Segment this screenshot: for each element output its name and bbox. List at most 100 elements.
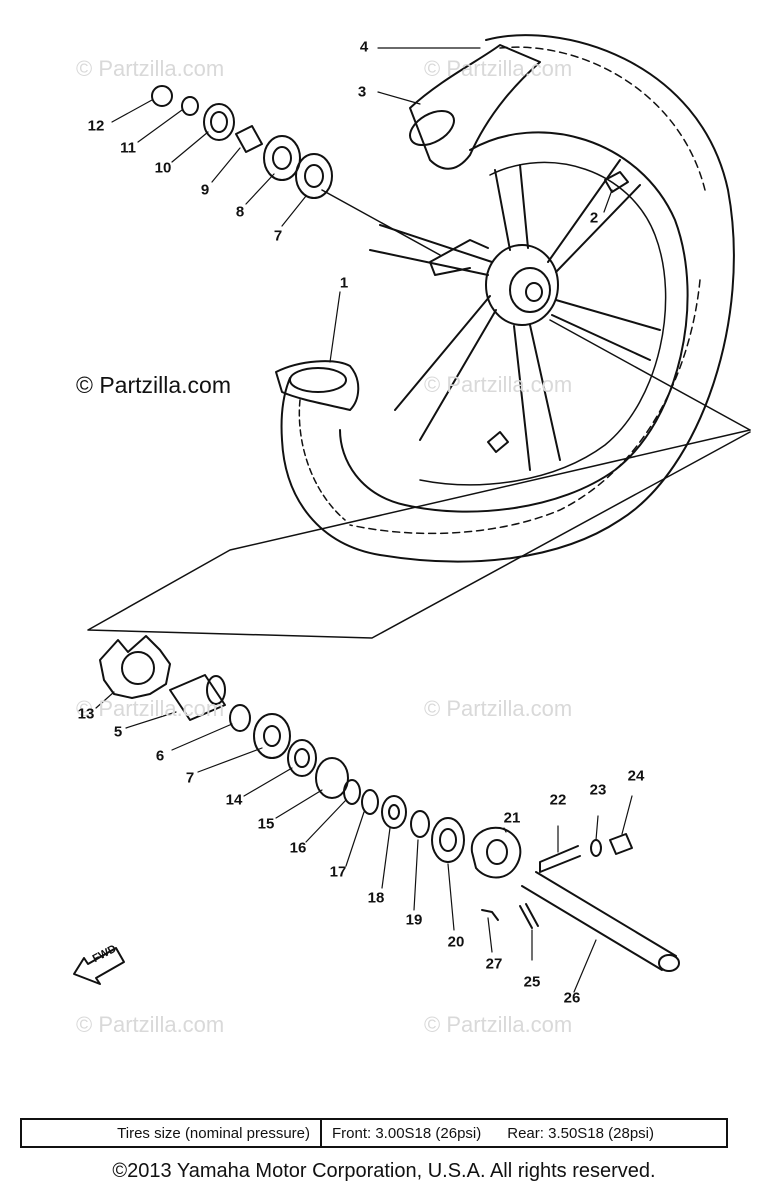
callout-27: 27 [485, 955, 503, 973]
part-7a [295, 153, 333, 199]
fwd-arrow-icon [73, 947, 125, 985]
tire-size-values: Front: 3.00S18 (26psi) Rear: 3.50S18 (28… [322, 1120, 726, 1146]
callout-7: 7 [185, 769, 195, 787]
part-10 [203, 103, 235, 141]
tread-left [298, 399, 346, 521]
hub-axle-hole [525, 282, 543, 302]
watermark: © Partzilla.com [424, 56, 573, 81]
tire-section-top [409, 44, 541, 170]
valve-lower [487, 431, 509, 453]
hub-flange [429, 239, 489, 276]
callout-23: 23 [589, 781, 607, 799]
spoke-3 [551, 299, 661, 361]
part-25 [519, 903, 539, 929]
part-14-inner [294, 748, 310, 768]
copyright-notice: ©2013 Yamaha Motor Corporation, U.S.A. A… [112, 1160, 656, 1182]
part-8 [263, 135, 301, 181]
callout-10: 10 [154, 159, 172, 177]
leader-hub [321, 189, 441, 256]
callout-20: 20 [447, 933, 465, 951]
valve-stem [604, 171, 629, 193]
callout-1: 1 [339, 274, 349, 292]
tire-size-table: Tires size (nominal pressure) Front: 3.0… [20, 1118, 728, 1148]
callout-2: 2 [589, 209, 599, 227]
watermark-prominent: © Partzilla.com [76, 372, 231, 398]
part-12 [151, 85, 173, 107]
part-23 [590, 839, 602, 857]
callout-5: 5 [113, 723, 123, 741]
tread-upper [499, 46, 706, 191]
part-20-inner [439, 828, 457, 852]
callout-16: 16 [289, 839, 307, 857]
callout-9: 9 [200, 181, 210, 199]
part-24 [609, 833, 633, 855]
part-13 [99, 635, 171, 699]
watermark: © Partzilla.com [424, 1012, 573, 1037]
callout-26: 26 [563, 989, 581, 1007]
tire-size-header: Tires size (nominal pressure) [22, 1120, 322, 1146]
part-22 [539, 845, 581, 873]
rim-inner [419, 161, 667, 486]
spoke-2 [547, 159, 641, 273]
part-5-end [206, 675, 226, 705]
part-17 [361, 789, 379, 815]
part-27 [481, 909, 499, 921]
tire-front-size: Front: 3.00S18 (26psi) [332, 1124, 482, 1142]
spoke-1 [494, 164, 529, 251]
spoke-5 [394, 295, 497, 441]
callout-13: 13 [77, 705, 95, 723]
tube-section-bottom [289, 367, 347, 393]
callout-21: 21 [503, 809, 521, 827]
spoke-6 [369, 224, 493, 276]
part-6 [229, 704, 251, 732]
part-5 [169, 674, 226, 721]
callout-12: 12 [87, 117, 105, 135]
tire-section-bottom [275, 360, 360, 411]
part-15 [315, 757, 349, 799]
assembly-box [87, 429, 751, 639]
callout-24: 24 [627, 767, 645, 785]
watermark: © Partzilla.com [424, 372, 573, 397]
part-19 [410, 810, 430, 838]
watermark: © Partzilla.com [76, 1012, 225, 1037]
part-14 [287, 739, 317, 777]
part-21 [470, 826, 522, 879]
part-9 [235, 125, 263, 153]
leader-hub-right [549, 319, 751, 431]
callout-17: 17 [329, 863, 347, 881]
rim-outer [339, 131, 689, 513]
watermark: © Partzilla.com [76, 56, 225, 81]
part-20 [431, 817, 465, 863]
watermark: © Partzilla.com [76, 696, 225, 721]
callout-8: 8 [235, 203, 245, 221]
part-7b-inner [263, 725, 281, 747]
hub-outer [485, 244, 559, 326]
part-11 [181, 96, 199, 116]
callout-3: 3 [357, 83, 367, 101]
part-13-inner [121, 651, 155, 685]
part-26 [521, 871, 677, 971]
part-16 [343, 779, 361, 805]
leaders [95, 47, 633, 993]
part-7a-inner [304, 164, 324, 188]
part-21-inner [486, 839, 508, 865]
tube-section-top [409, 109, 455, 147]
hub-inner [509, 267, 551, 313]
callout-25: 25 [523, 973, 541, 991]
part-18-inner [388, 804, 400, 820]
tire-rear-size: Rear: 3.50S18 (28psi) [507, 1124, 654, 1142]
part-8-inner [272, 146, 292, 170]
watermark: © Partzilla.com [424, 696, 573, 721]
tire-outer [280, 34, 735, 563]
part-18 [381, 795, 407, 829]
callout-4: 4 [359, 38, 369, 56]
callout-14: 14 [225, 791, 243, 809]
part-7b [253, 713, 291, 759]
tread-lower [349, 279, 701, 535]
callout-22: 22 [549, 791, 567, 809]
callout-11: 11 [120, 139, 136, 157]
part-26-end [658, 954, 680, 972]
callout-18: 18 [367, 889, 385, 907]
